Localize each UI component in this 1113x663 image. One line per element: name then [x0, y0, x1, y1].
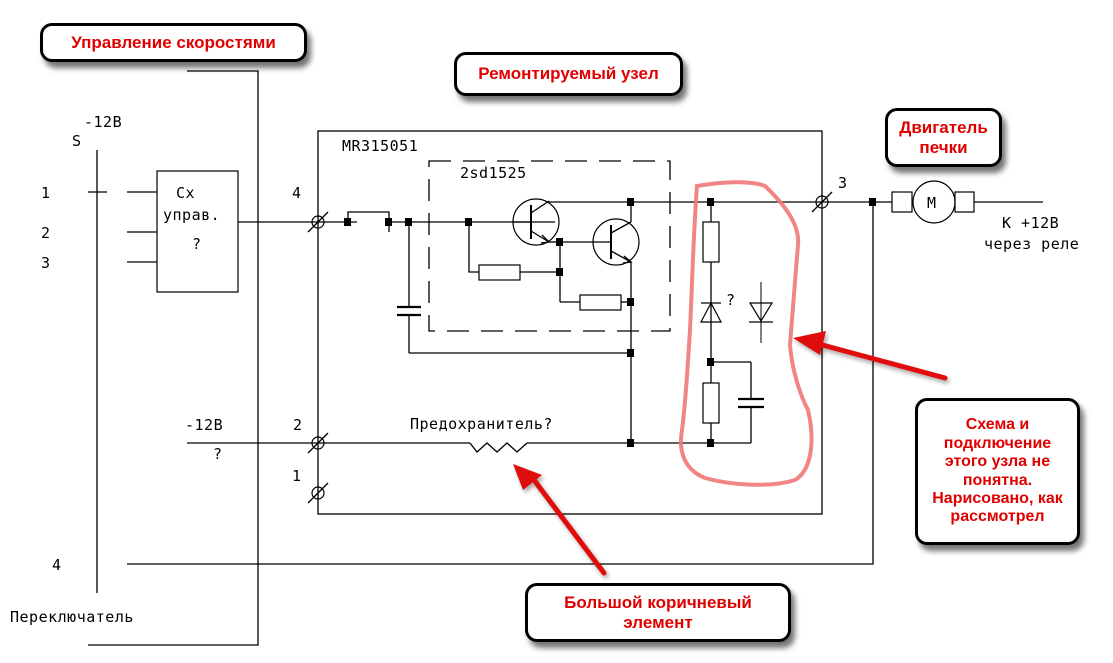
transistor-2 — [560, 218, 640, 266]
control-block: Сх управ. ? — [127, 170, 318, 293]
speed-control-bracket — [88, 70, 259, 646]
big-brown-element-callout: Большой коричневый элемент — [525, 583, 791, 642]
transistor-name: 2sd1525 — [460, 164, 527, 182]
control-block-line1: Сх — [176, 184, 195, 202]
terminal-2-label: 2 — [293, 416, 303, 434]
to-plus-12v: К +12В — [1002, 214, 1059, 232]
big-brown-element-text: Большой коричневый элемент — [564, 592, 752, 632]
r1-lead — [468, 222, 479, 273]
motor-symbol: M — [927, 194, 937, 212]
switch-pin-4: 4 — [52, 556, 62, 574]
heater-motor-callout: Двигатель печки — [885, 108, 1002, 167]
switch: S -12В 1 2 3 4 Переключатель — [10, 113, 134, 626]
switch-pin-2: 2 — [41, 224, 51, 242]
module-box — [317, 130, 823, 515]
switch-pin-3: 3 — [41, 254, 51, 272]
heater-motor-text: Двигатель печки — [899, 117, 988, 157]
control-block-line2: управ. — [163, 206, 220, 224]
repaired-unit-callout: Ремонтируемый узел — [454, 52, 683, 96]
switch-4-wire — [127, 202, 874, 565]
motor: M К +12В через реле — [822, 180, 1079, 253]
terminal-1 — [307, 482, 329, 504]
speed-control-callout: Управление скоростями — [40, 23, 307, 62]
via-relay: через реле — [984, 235, 1079, 253]
switch-voltage: -12В — [84, 113, 122, 131]
transistor-1 — [512, 198, 560, 246]
module-name: MR315051 — [342, 137, 418, 155]
arrow-to-unit — [793, 331, 948, 381]
minus-12v-label: -12В — [185, 416, 223, 434]
terminal-3-label: 3 — [838, 174, 848, 192]
minus-12v-question: ? — [213, 445, 223, 463]
terminal-4-label: 4 — [292, 184, 302, 202]
zener-diode — [700, 301, 722, 323]
unclear-scheme-text: Схема и подключение этого узла не понятн… — [932, 416, 1063, 526]
minus-12v-line — [187, 439, 714, 453]
repaired-unit-text: Ремонтируемый узел — [478, 64, 659, 84]
unclear-unit: ? — [700, 202, 774, 444]
arrow-to-fuse — [513, 464, 607, 576]
control-block-line3: ? — [192, 235, 202, 253]
diode-alt-symbol — [748, 282, 774, 343]
motor-brush-left — [891, 191, 913, 213]
switch-letter: S — [72, 132, 82, 150]
terminal-1-label: 1 — [292, 467, 302, 485]
unit-resistor-bottom — [702, 382, 720, 424]
control-block-box — [156, 170, 239, 293]
terminals: 4 3 2 1 — [292, 174, 848, 504]
motor-brush-right — [954, 191, 975, 213]
zener-question: ? — [726, 291, 736, 309]
transistor-package-box — [428, 160, 671, 332]
switch-name: Переключатель — [10, 608, 134, 626]
unclear-unit-highlight — [679, 180, 814, 487]
resistor-2 — [579, 294, 622, 311]
speed-control-text: Управление скоростями — [71, 32, 276, 52]
unclear-scheme-callout: Схема и подключение этого узла не понятн… — [915, 398, 1080, 545]
resistor-1 — [478, 264, 521, 281]
fuse-label: Предохранитель? — [410, 415, 553, 433]
switch-pin-1: 1 — [41, 184, 51, 202]
unit-resistor-top — [702, 221, 720, 263]
